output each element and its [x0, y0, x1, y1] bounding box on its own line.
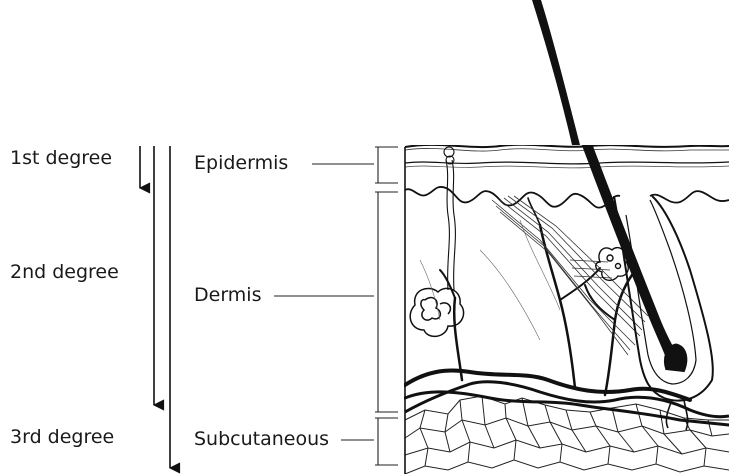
subcutaneous-bracket: [378, 418, 398, 465]
fat-cells: [405, 396, 729, 474]
skin-surface: [405, 145, 729, 147]
sweat-duct: [444, 147, 455, 290]
skin-block: [405, 0, 729, 474]
hair-shaft-above-skin: [532, 0, 580, 145]
burn-depth-arrows: [140, 146, 170, 468]
hair-follicle: [614, 196, 713, 430]
layer-brackets: [375, 147, 398, 465]
epidermis-bracket: [378, 147, 398, 183]
leader-lines: [274, 164, 374, 440]
dermis-bracket: [378, 192, 398, 412]
